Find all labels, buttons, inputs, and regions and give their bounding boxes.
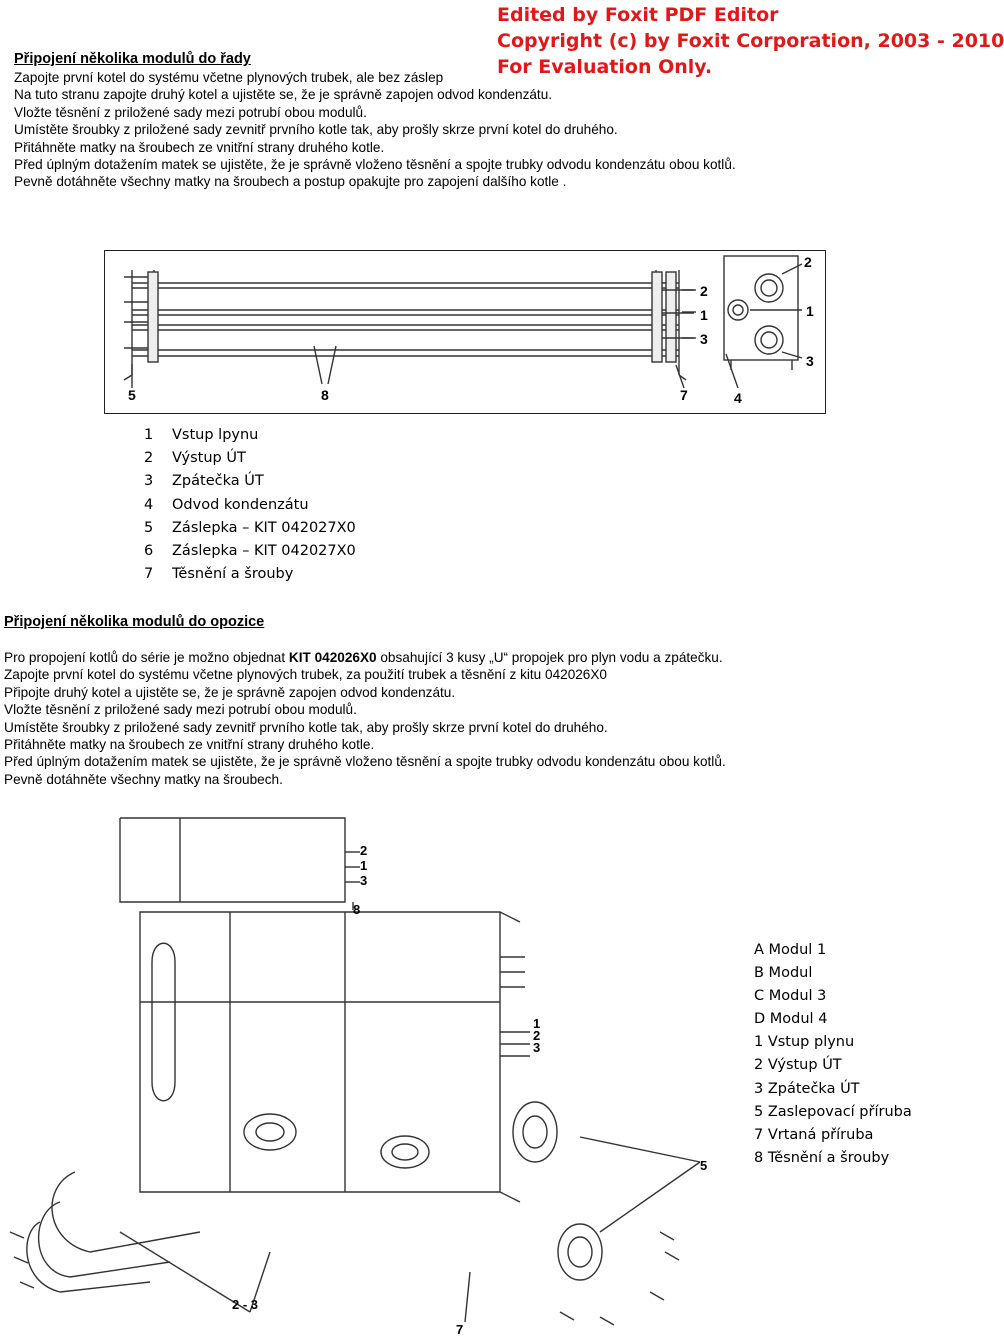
section1-line: Zapojte první kotel do systému včetne pl… — [14, 70, 444, 85]
section1-line: Na tuto stranu zapojte druhý kotel a uji… — [14, 87, 553, 103]
legend1-item: 1 Vstup lpynu — [144, 424, 356, 447]
callout-label: 5 — [700, 1158, 707, 1173]
callout-label: 1 — [806, 303, 814, 319]
callout-label: 3 — [700, 331, 708, 347]
callout-label: 4 — [734, 390, 742, 406]
callout-label: 2 — [360, 843, 367, 858]
legend2: A Modul 1 B Modul C Modul 3 D Modul 4 1 … — [754, 939, 912, 1170]
legend2-item: C Modul 3 — [754, 988, 827, 1005]
boiler-front-drawing — [123, 270, 696, 389]
section2-body: Pro propojení kotlů do série je možno ob… — [4, 649, 726, 788]
section2-line: Vložte těsnění z priložené sady mezi pot… — [4, 702, 357, 718]
callout-label: 1 — [360, 858, 367, 873]
legend2-item: 1 Vstup plynu — [754, 1034, 855, 1051]
callout-label: 3 — [360, 873, 367, 888]
callout-label: 2 — [700, 283, 708, 299]
kit-text-before: Pro propojení kotlů do série je možno ob… — [4, 650, 289, 665]
boiler-row-diagram: 2 2 1 3 5 8 7 1 4 3 — [104, 250, 826, 414]
watermark: Edited by Foxit PDF Editor Copyright (c)… — [497, 2, 1004, 80]
section2-line: Pevně dotáhněte všechny matky na šroubec… — [4, 771, 283, 787]
legend1-item: 7 Těsnění a šrouby — [144, 563, 356, 586]
callout-label: 1 — [700, 307, 708, 323]
boiler-side-drawing — [723, 255, 803, 389]
section1-line: Pevně dotáhněte všechny matky na šroubec… — [14, 174, 567, 190]
opposed-modules-diagram: 2 1 3 8 1 2 3 5 2 - 3 7 — [9, 817, 707, 1337]
modules-drawing — [9, 817, 701, 1326]
callout-label: 8 — [321, 387, 329, 403]
legend-text: Odvod kondenzátu — [172, 496, 309, 513]
legend1-item: 5 Záslepka – KIT 042027X0 — [144, 517, 356, 540]
section2-title: Připojení několika modulů do opozice — [4, 614, 265, 630]
kit-text-after: obsahující 3 kusy „U“ propojek pro plyn … — [376, 650, 723, 665]
callout-label: 8 — [353, 902, 360, 917]
legend1-item: 2 Výstup ÚT — [144, 447, 356, 470]
kit-code: KIT 042026X0 — [288, 650, 377, 665]
legend2-item: 3 Zpátečka ÚT — [754, 1080, 860, 1097]
callout-label: 7 — [456, 1322, 463, 1337]
section2-line: Pro propojení kotlů do série je možno ob… — [4, 649, 726, 666]
watermark-line-2: Copyright (c) by Foxit Corporation, 2003… — [497, 30, 1004, 52]
section1-line: Vložte těsnění z priložené sady mezi pot… — [14, 104, 367, 120]
legend-text: Záslepka – KIT 042027X0 — [172, 519, 356, 536]
legend2-item: D Modul 4 — [754, 1011, 828, 1028]
section1-line: Umístěte šroubky z priložené sady zevnit… — [14, 122, 618, 138]
legend-text: Výstup ÚT — [172, 450, 246, 467]
legend-text: Zpátečka ÚT — [172, 473, 264, 490]
legend1-item: 3 Zpátečka ÚT — [144, 470, 356, 493]
legend2-item: 8 Těsnění a šrouby — [754, 1149, 890, 1166]
legend-num: 1 — [144, 427, 154, 443]
legend-num: 5 — [144, 519, 154, 536]
legend2-item: 5 Zaslepovací příruba — [754, 1103, 912, 1120]
callout-label: 7 — [680, 387, 688, 403]
figure1-callouts: 2 2 1 3 5 8 7 1 4 3 — [128, 254, 814, 406]
watermark-line-1: Edited by Foxit PDF Editor — [497, 4, 779, 26]
section2-line: Přitáhněte matky na šroubech ze vnitřní … — [4, 736, 375, 752]
legend-num: 4 — [144, 496, 154, 513]
section1-line: Přitáhněte matky na šroubech ze vnitřní … — [14, 139, 385, 155]
legend2-item: 2 Výstup ÚT — [754, 1057, 842, 1074]
legend2-item: A Modul 1 — [754, 942, 827, 958]
callout-label: 5 — [128, 387, 136, 403]
legend-num: 3 — [144, 473, 154, 490]
legend-num: 7 — [144, 566, 154, 583]
callout-label: 2 - 3 — [232, 1297, 258, 1312]
figure2-callouts: 2 1 3 8 1 2 3 5 2 - 3 7 — [232, 843, 707, 1337]
legend-num: 2 — [144, 450, 154, 467]
section2-line: Připojte druhý kotel a ujistěte se, že j… — [4, 684, 456, 700]
callout-label: 3 — [533, 1040, 540, 1055]
callout-label: 1 — [533, 1016, 540, 1031]
callout-label: 2 — [804, 254, 812, 270]
section2-line: Umístěte šroubky z priložené sady zevnit… — [4, 719, 608, 735]
section1-title: Připojení několika modulů do řady — [14, 51, 251, 67]
section1-body: Zapojte první kotel do systému včetne pl… — [14, 69, 736, 191]
legend2-item: 7 Vrtaná příruba — [754, 1126, 874, 1143]
legend-num: 6 — [144, 543, 154, 560]
watermark-line-3: For Evaluation Only. — [497, 56, 713, 78]
legend-text: Záslepka – KIT 042027X0 — [172, 543, 356, 560]
legend1-item: 6 Záslepka – KIT 042027X0 — [144, 540, 356, 563]
callout-label: 2 — [533, 1028, 540, 1043]
legend1: 1 Vstup lpynu 2 Výstup ÚT 3 Zpátečka ÚT 4 Od… — [144, 424, 356, 586]
legend-text: Těsnění a šrouby — [172, 566, 294, 583]
section1-line: Před úplným dotažením matek se ujistěte,… — [14, 156, 736, 172]
section2-line: Zapojte první kotel do systému včetne pl… — [4, 667, 607, 683]
legend2-item: B Modul — [754, 965, 813, 982]
legend1-item: 4 Odvod kondenzátu — [144, 494, 356, 517]
callout-label: 3 — [806, 353, 814, 369]
section2-line: Před úplným dotažením matek se ujistěte,… — [4, 754, 726, 770]
legend-text: Vstup lpynu — [172, 427, 259, 443]
